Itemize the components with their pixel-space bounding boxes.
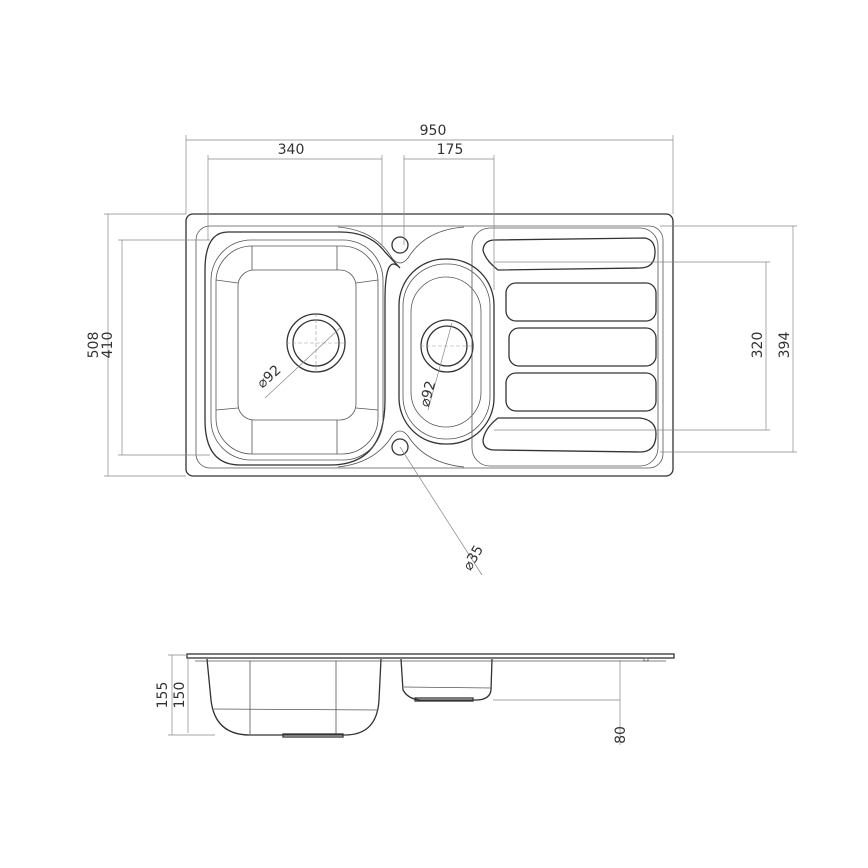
sink-outline — [185, 213, 674, 477]
main-bowl: ⌀92 — [204, 231, 401, 466]
side-view: 155 150 80 — [155, 653, 675, 745]
overall-width-label: 950 — [420, 123, 447, 139]
overall-height-label: 155 — [155, 682, 171, 709]
half-bowl: ⌀92 — [398, 258, 495, 445]
overall-depth-label: 508 — [86, 332, 102, 359]
dimension-lines — [104, 135, 797, 576]
sink-top-edge — [186, 653, 675, 659]
half-bowl-depth-label: 320 — [750, 332, 766, 359]
tap-hole-top — [391, 236, 409, 254]
tap-hole-bottom — [391, 438, 409, 456]
bowl-depth-label: 410 — [100, 332, 116, 359]
half-bowl-profile — [400, 658, 493, 701]
sink-inner-rim — [195, 225, 664, 469]
plan-view: ⌀92 ⌀92 — [86, 123, 797, 576]
half-bowl-height-label: 80 — [613, 726, 629, 744]
half-waste-dia-label: ⌀92 — [417, 379, 439, 409]
main-waste-dia-label: ⌀92 — [254, 362, 284, 391]
drainer-depth-label: 394 — [777, 332, 793, 359]
main-bowl-profile — [206, 658, 382, 736]
half-bowl-width-label: 175 — [437, 142, 464, 158]
drainer — [471, 227, 659, 467]
main-bowl-width-label: 340 — [278, 142, 305, 158]
main-bowl-height-label: 150 — [172, 682, 188, 709]
